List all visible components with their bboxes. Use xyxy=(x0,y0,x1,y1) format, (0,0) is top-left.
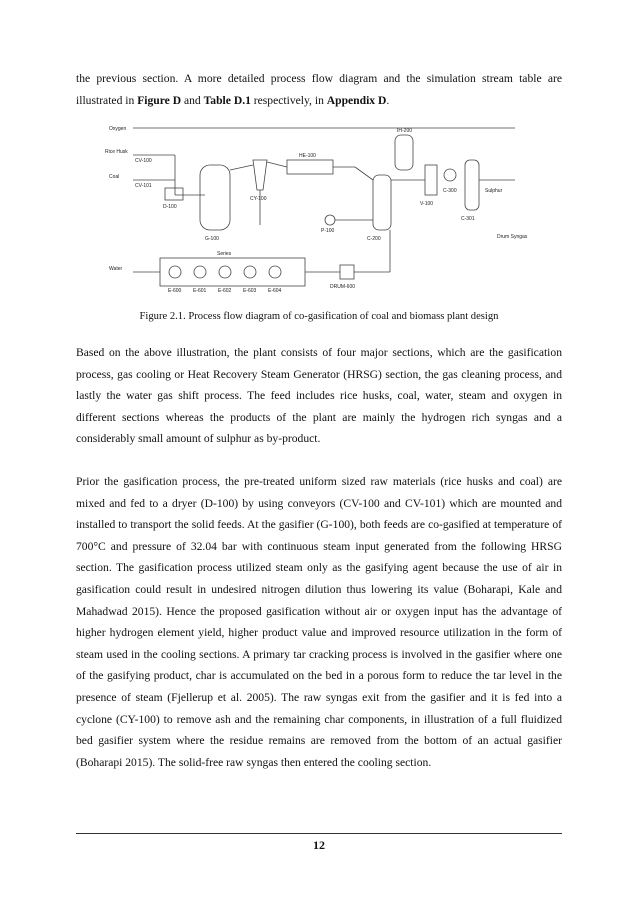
water-label: Water xyxy=(109,266,122,272)
cy100-label: CY-100 xyxy=(250,196,267,202)
e600-label: E-600 xyxy=(168,288,182,294)
intro-text-1: the previous section. A more detailed pr… xyxy=(76,72,562,107)
he100-label: HE-100 xyxy=(299,153,316,159)
e601-label: E-601 xyxy=(193,288,207,294)
ih200-label: IH-200 xyxy=(397,128,412,134)
drum-syngas-label: Drum Syngas xyxy=(497,234,528,240)
e602-label: E-602 xyxy=(218,288,232,294)
d100-label: D-100 xyxy=(163,204,177,210)
intro-text-4: . xyxy=(386,93,390,107)
appendix-reference: Appendix D xyxy=(326,93,387,107)
cv101-label: CV-101 xyxy=(135,183,152,189)
intro-text-3: respectively, in xyxy=(250,93,327,107)
rice-husk-label: Rice Husk xyxy=(105,149,128,155)
oxygen-label: Oxygen xyxy=(109,126,126,132)
page-number: 12 xyxy=(313,838,325,852)
figure-reference: Figure D xyxy=(137,93,182,107)
process-flow-diagram: Oxygen Rice Husk Coal Water Series Drum … xyxy=(105,126,528,294)
figure-caption: Figure 2.1. Process flow diagram of co-g… xyxy=(139,311,499,322)
c300-label: C-300 xyxy=(443,188,457,194)
series-label: Series xyxy=(217,251,232,257)
e603-label: E-603 xyxy=(243,288,257,294)
body-paragraph-2: Prior the gasification process, the pre-… xyxy=(76,475,562,769)
v100-label: V-100 xyxy=(420,201,433,207)
e604-label: E-604 xyxy=(268,288,282,294)
p100-label: P-100 xyxy=(321,228,335,234)
body-paragraph-1: Based on the above illustration, the pla… xyxy=(76,346,562,446)
intro-text-2: and xyxy=(181,93,204,107)
sulphur-label: Sulphur xyxy=(485,188,503,194)
drum600-label: DRUM-600 xyxy=(330,284,355,290)
cv100-label: CV-100 xyxy=(135,158,152,164)
coal-label: Coal xyxy=(109,174,119,180)
footer-rule xyxy=(76,833,562,834)
c200-label: C-200 xyxy=(367,236,381,242)
intro-paragraph: the previous section. A more detailed pr… xyxy=(76,68,562,111)
g100-label: G-100 xyxy=(205,236,219,242)
c301-label: C-301 xyxy=(461,216,475,222)
table-reference: Table D.1 xyxy=(203,93,251,107)
